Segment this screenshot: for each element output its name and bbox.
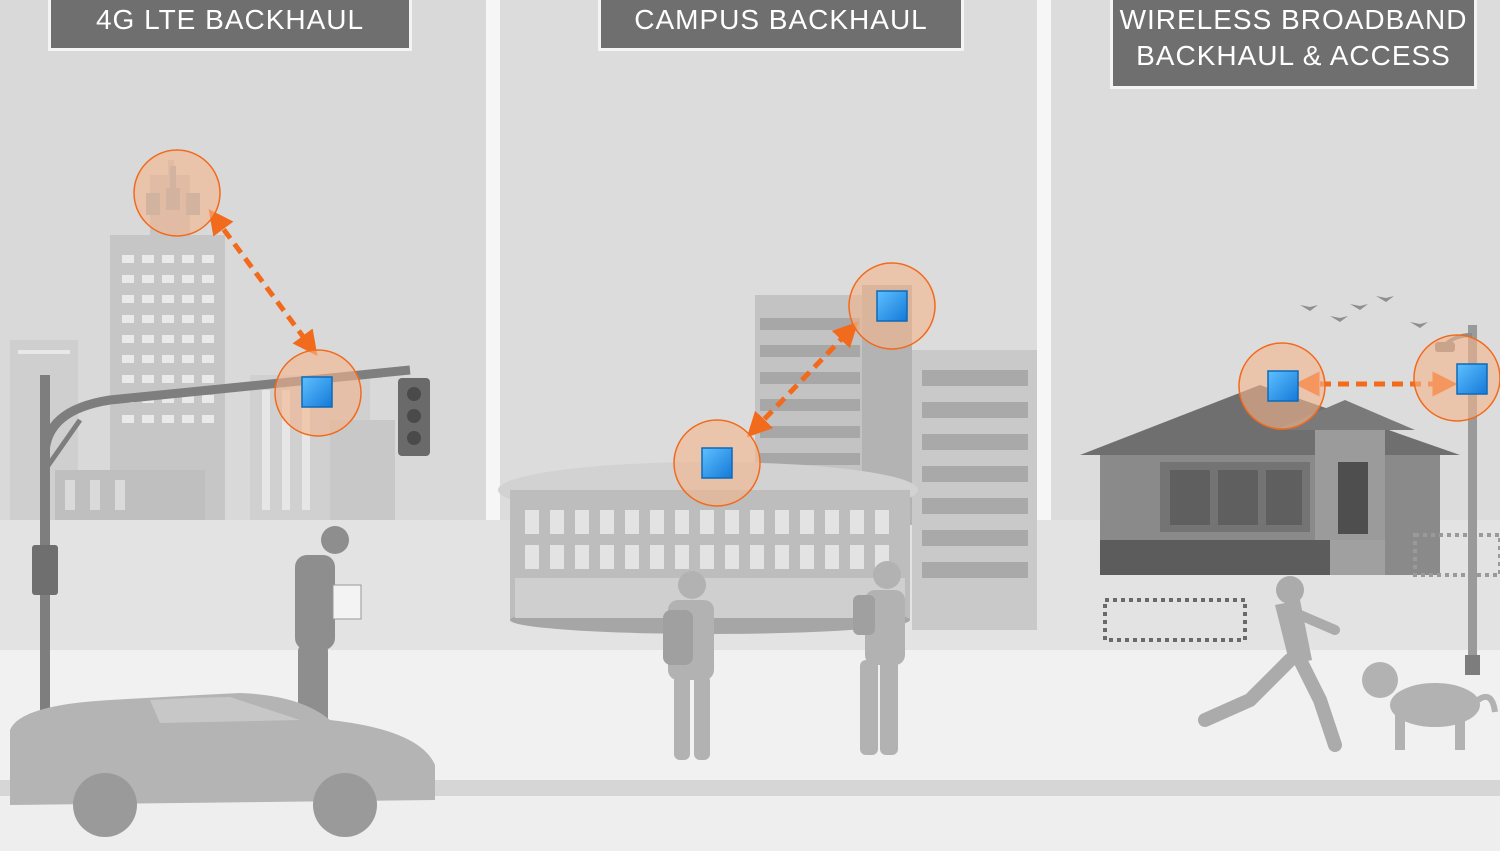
radio-node-icon — [848, 262, 936, 350]
bird-icon — [1300, 296, 1428, 328]
link-campus-low-to-high — [746, 321, 859, 438]
panel-title-line: CAMPUS BACKHAUL — [634, 4, 928, 35]
panel-title-wireless-broadband: WIRELESS BROADBAND BACKHAUL & ACCESS — [1113, 0, 1474, 86]
link-lte-tower-to-pole — [208, 208, 318, 357]
radio-node-icon — [673, 419, 761, 507]
panel-divider-2 — [1037, 0, 1051, 520]
panel-title-line: WIRELESS BROADBAND — [1119, 4, 1468, 35]
car-icon — [10, 693, 435, 837]
student-icon — [853, 561, 905, 755]
city-skyline — [10, 160, 395, 520]
radio-node-icon — [1413, 334, 1500, 422]
road — [0, 796, 1500, 851]
runner-icon — [1198, 576, 1342, 752]
house — [1080, 385, 1500, 642]
person-icon — [295, 526, 362, 730]
panel-title-4g-lte-backhaul: 4G LTE BACKHAUL — [51, 0, 409, 48]
radio-node-icon — [274, 349, 362, 437]
radio-node-icon — [133, 149, 221, 237]
panel-title-line: 4G LTE BACKHAUL — [95, 4, 365, 35]
traffic-light-icon — [32, 365, 430, 725]
radio-node-icon — [1238, 342, 1326, 430]
bidirectional-arrow-icon — [208, 208, 1458, 438]
student-icon — [663, 571, 714, 760]
dog-icon — [1362, 662, 1498, 750]
panel-title-campus-backhaul: CAMPUS BACKHAUL — [601, 0, 961, 48]
panel-divider-1 — [486, 0, 500, 520]
panel-title-line: BACKHAUL & ACCESS — [1136, 40, 1451, 71]
